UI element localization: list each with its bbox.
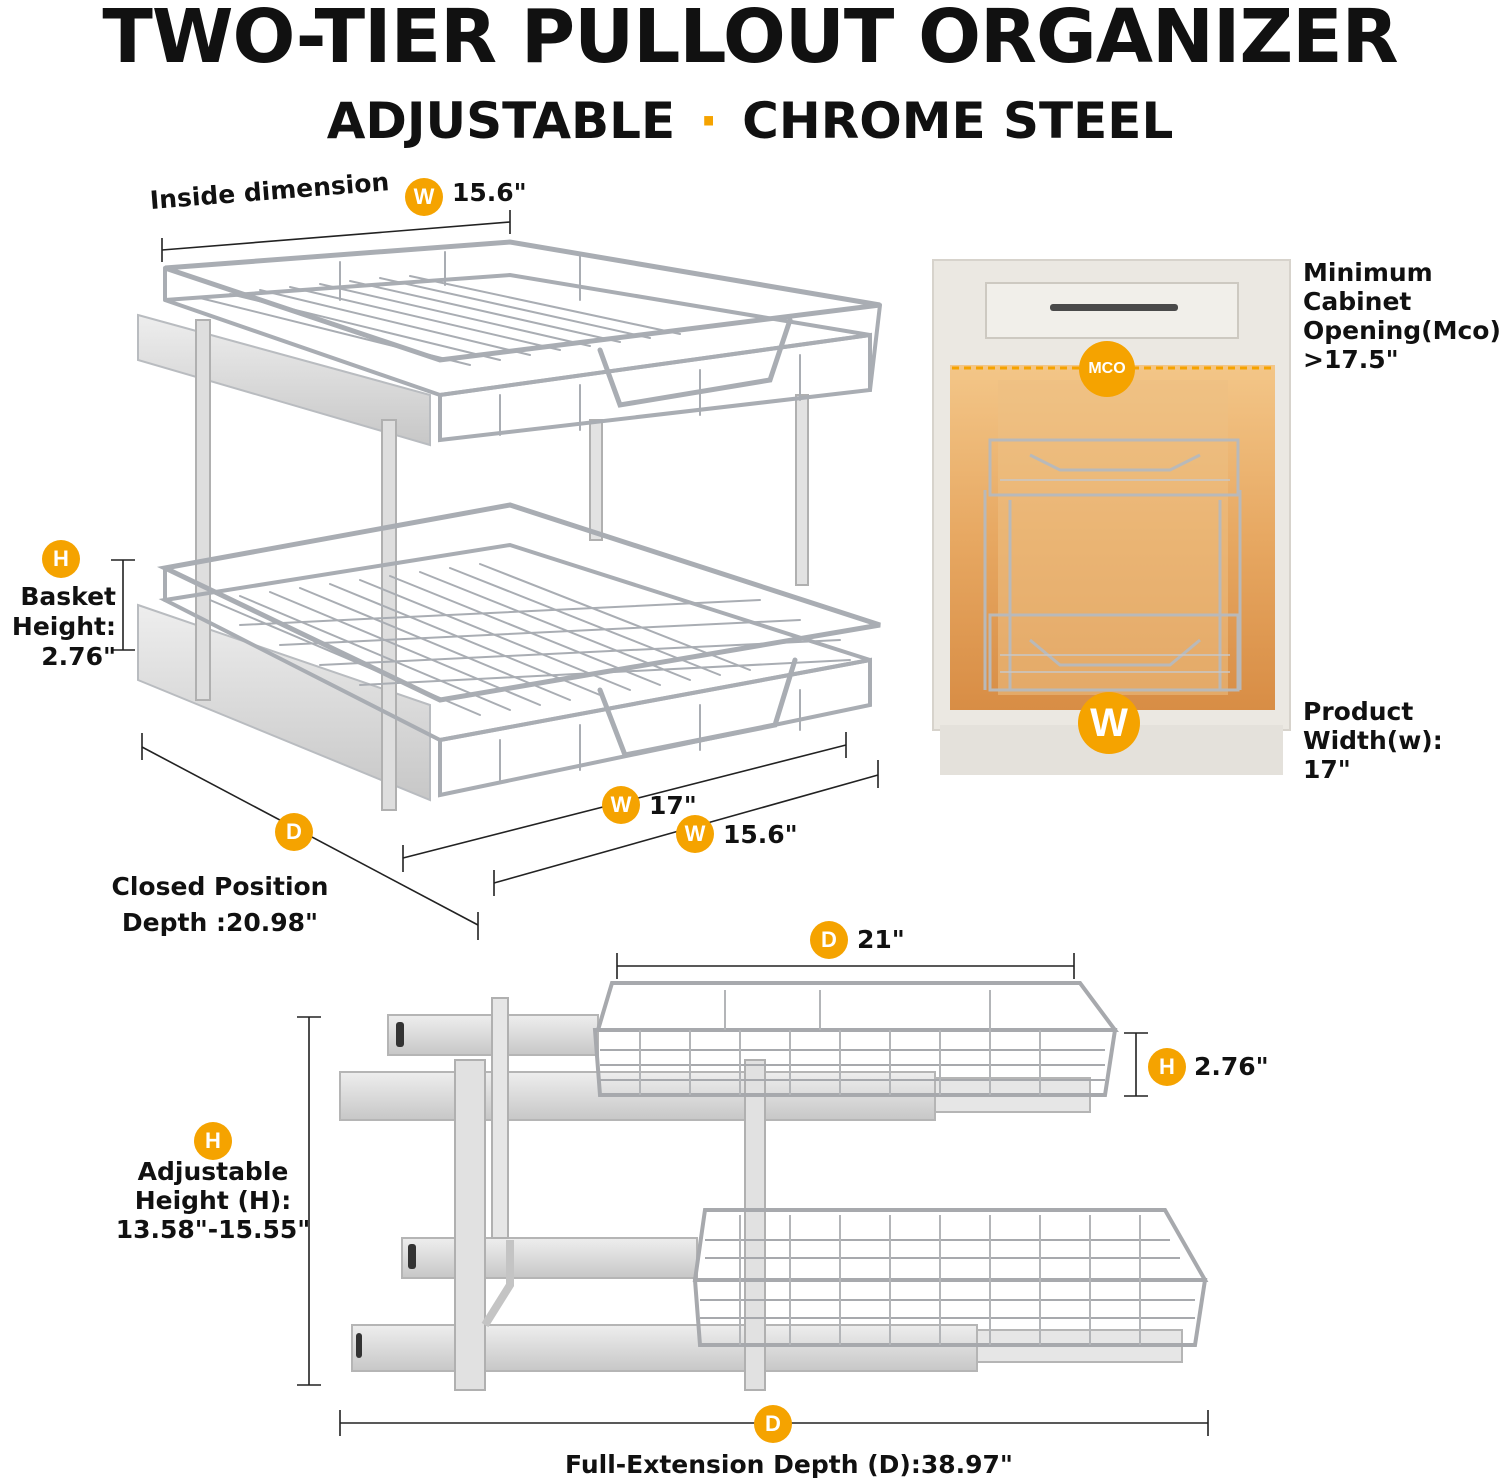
closed-depth-line-1: Closed Position <box>111 872 329 901</box>
mco-line-1: Minimum <box>1303 258 1433 287</box>
w-badge-inner: W <box>676 815 714 853</box>
h-badge-adjustable: H <box>194 1122 232 1160</box>
mco-line-2: Cabinet <box>1303 287 1412 316</box>
closed-depth-line-2: Depth :20.98" <box>121 908 319 937</box>
basket-height-line-3: 2.76" <box>41 642 116 671</box>
mco-badge: MCO <box>1079 341 1135 397</box>
page-subtitle: ADJUSTABLE · CHROME STEEL <box>0 92 1500 150</box>
d-badge-closed: D <box>275 813 313 851</box>
extended-basket-height-value: 2.76" <box>1194 1052 1269 1081</box>
product-width-label: Product Width(w): 17" <box>1303 697 1443 784</box>
d-badge-top: D <box>810 921 848 959</box>
subtitle-chrome-steel: CHROME STEEL <box>742 92 1174 150</box>
mco-line-4: >17.5" <box>1303 345 1399 374</box>
depth-top-value: 21" <box>857 925 905 954</box>
closed-depth-label: Closed Position Depth :20.98" <box>100 869 340 941</box>
inner-width-value: 15.6" <box>723 820 798 849</box>
basket-height-line-1: Basket <box>20 582 116 611</box>
cabinet-drawing <box>932 259 1291 775</box>
subtitle-dot: · <box>699 92 719 150</box>
d-badge-full: D <box>754 1405 792 1443</box>
adjustable-height-line-1: Adjustable <box>137 1157 289 1186</box>
h-badge-basket: H <box>42 540 80 578</box>
adjustable-height-line-2: Height (H): <box>134 1186 292 1215</box>
product-width-line-1: Product <box>1303 697 1414 726</box>
mco-label: Minimum Cabinet Opening(Mco): >17.5" <box>1303 258 1500 374</box>
h-badge-extended: H <box>1148 1048 1186 1086</box>
adjustable-height-label: Adjustable Height (H): 13.58"-15.55" <box>113 1157 313 1244</box>
inside-dimension-value: 15.6" <box>452 178 527 207</box>
organizer-closed-drawing <box>137 239 882 811</box>
product-width-line-2: Width(w): <box>1303 726 1443 755</box>
subtitle-adjustable: ADJUSTABLE <box>326 92 676 150</box>
w-badge-product: W <box>1078 692 1140 754</box>
mco-line-3: Opening(Mco): <box>1303 316 1500 345</box>
basket-height-label: Basket Height: 2.76" <box>6 582 116 672</box>
product-width-line-3: 17" <box>1303 755 1351 784</box>
w-badge-inside: W <box>405 178 443 216</box>
w-badge-outer: W <box>602 786 640 824</box>
basket-height-line-2: Height: <box>11 612 116 641</box>
adjustable-height-line-3: 13.58"-15.55" <box>115 1215 311 1244</box>
organizer-extended-drawing <box>339 981 1209 1391</box>
full-extension-depth-label: Full-Extension Depth (D):38.97" <box>565 1450 1013 1479</box>
page-title: TWO-TIER PULLOUT ORGANIZER <box>102 0 1398 80</box>
